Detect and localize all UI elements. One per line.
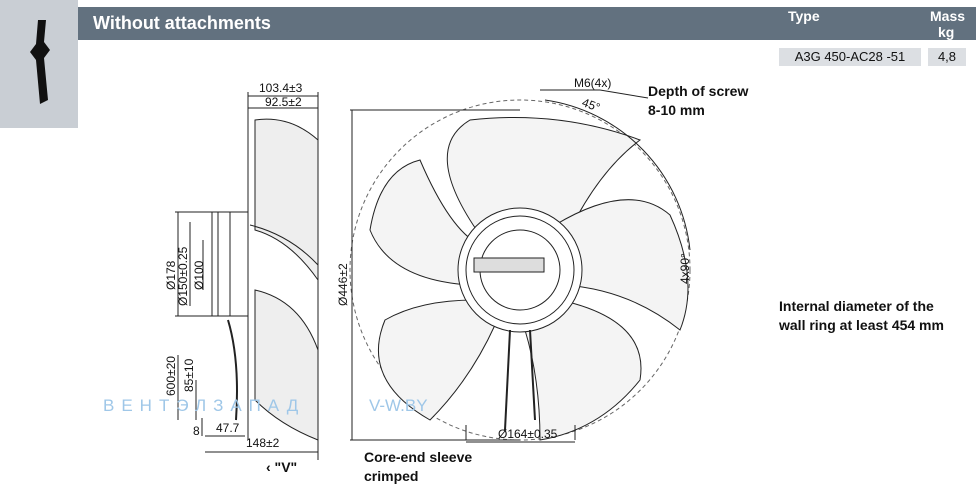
type-value: A3G 450-AC28 -51	[779, 48, 921, 66]
dim-diameter-150: Ø150±0.25	[176, 246, 190, 306]
side-view	[175, 92, 319, 460]
note-screw-depth: Depth of screw 8-10 mm	[648, 82, 748, 120]
dim-8: 8	[193, 424, 200, 438]
mass-value: 4,8	[928, 48, 966, 66]
dim-148: 148±2	[246, 436, 280, 450]
note-screw-line-1: Depth of screw	[648, 83, 749, 99]
note-sleeve-line-1: Core-end sleeve	[364, 449, 473, 465]
view-v-label: ‹ "V"	[266, 459, 298, 475]
note-wall-ring: Internal diameter of the wall ring at le…	[779, 297, 944, 335]
note-core-sleeve: Core-end sleeve crimped	[364, 448, 472, 486]
dim-diameter-164: Ø164±0.35	[498, 427, 558, 441]
dim-diameter-100: Ø100	[192, 260, 206, 290]
dim-diameter-446: Ø446±2	[336, 263, 350, 306]
dim-m6: M6(4x)	[574, 76, 612, 90]
dim-depth-total: 103.4±3	[259, 81, 303, 95]
section-header: Without attachments Type Mass kg	[78, 7, 976, 40]
watermark-site: V-W.BY	[369, 396, 428, 415]
front-view	[349, 89, 691, 443]
note-sleeve-line-2: crimped	[364, 468, 419, 484]
watermark-brand: ВЕНТЭЛЗАПАД	[103, 396, 306, 415]
note-wall-line-1: Internal diameter of the	[779, 298, 934, 314]
dim-angle-4x90: 4x90°	[678, 253, 692, 284]
dim-cable-offset: 85±10	[182, 358, 196, 392]
mass-unit: kg	[938, 24, 955, 40]
note-screw-line-2: 8-10 mm	[648, 102, 705, 118]
dim-47: 47.7	[216, 421, 240, 435]
mass-label: Mass	[930, 8, 966, 24]
fan-silhouette-icon	[30, 20, 50, 104]
dim-depth-hub: 92.5±2	[265, 95, 302, 109]
dim-cable-length: 600±20	[164, 356, 178, 396]
type-label: Type	[788, 8, 820, 24]
note-wall-line-2: wall ring at least 454 mm	[779, 317, 944, 333]
section-title: Without attachments	[93, 13, 271, 33]
sidebar-panel	[0, 0, 78, 128]
